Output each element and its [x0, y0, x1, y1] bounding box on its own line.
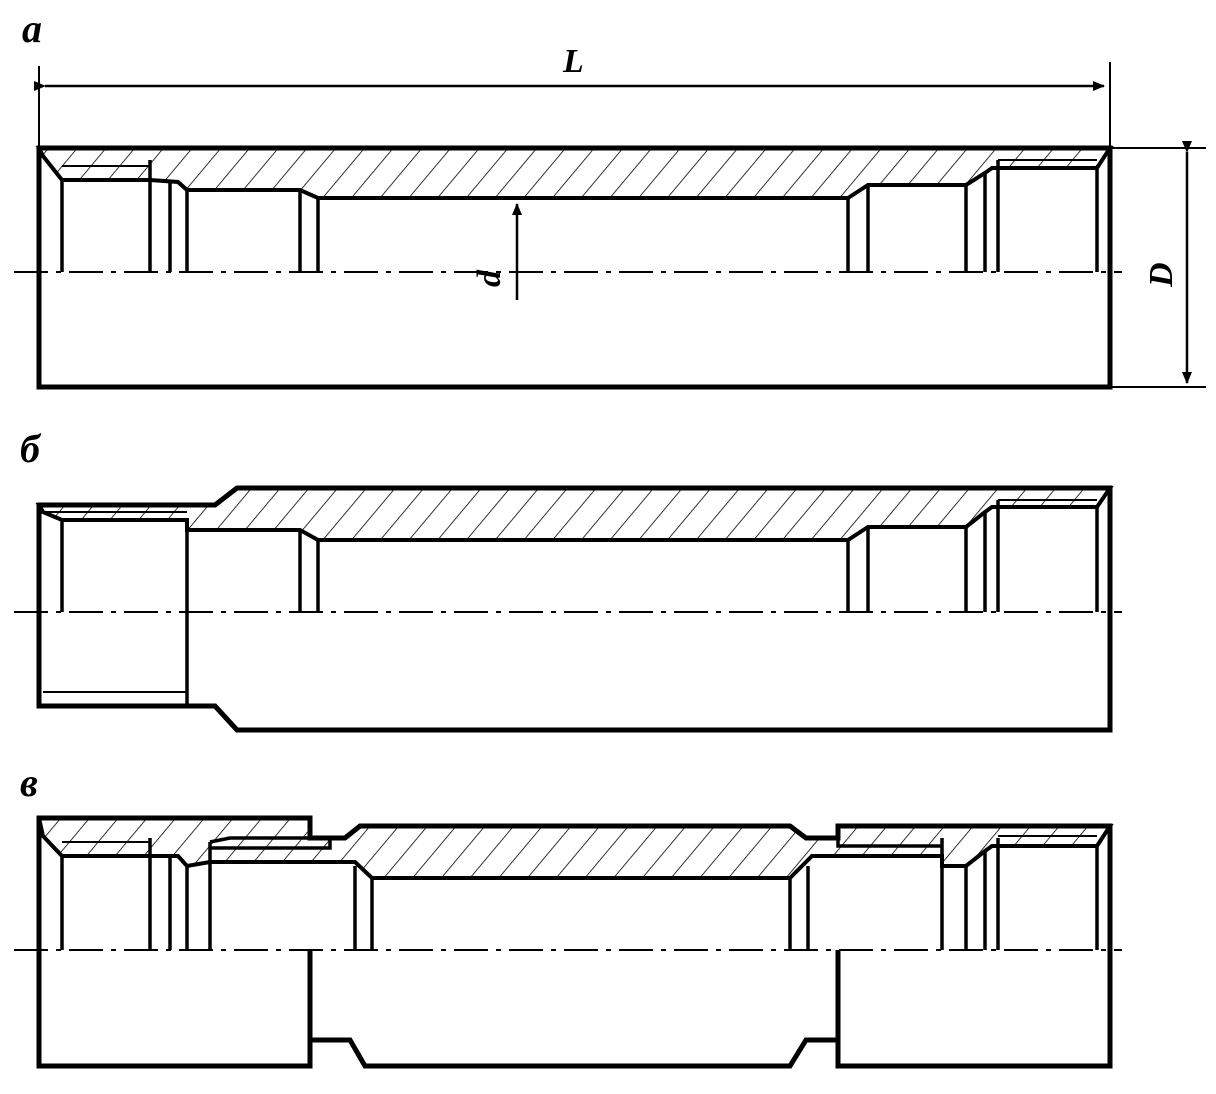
outer-body-b [36, 485, 1113, 733]
dimension-D-label: D [1143, 262, 1180, 288]
hatched-wall-section [35, 146, 1114, 200]
figure-b-label: б [20, 426, 42, 471]
figure-c: в [14, 760, 1122, 1069]
dimension-d-label: d [471, 269, 508, 287]
hatched-wall-section-b [35, 486, 1114, 542]
figure-c-label: в [20, 760, 38, 805]
outer-body [36, 145, 1113, 390]
dimension-L-label: L [562, 43, 584, 80]
figure-a: а L D d [14, 6, 1206, 390]
figure-b: б [14, 426, 1122, 733]
outer-body-c [36, 815, 1113, 1069]
figure-a-label: а [22, 6, 42, 51]
pipe-end-left [209, 836, 332, 850]
pipe-end-right [836, 826, 942, 848]
